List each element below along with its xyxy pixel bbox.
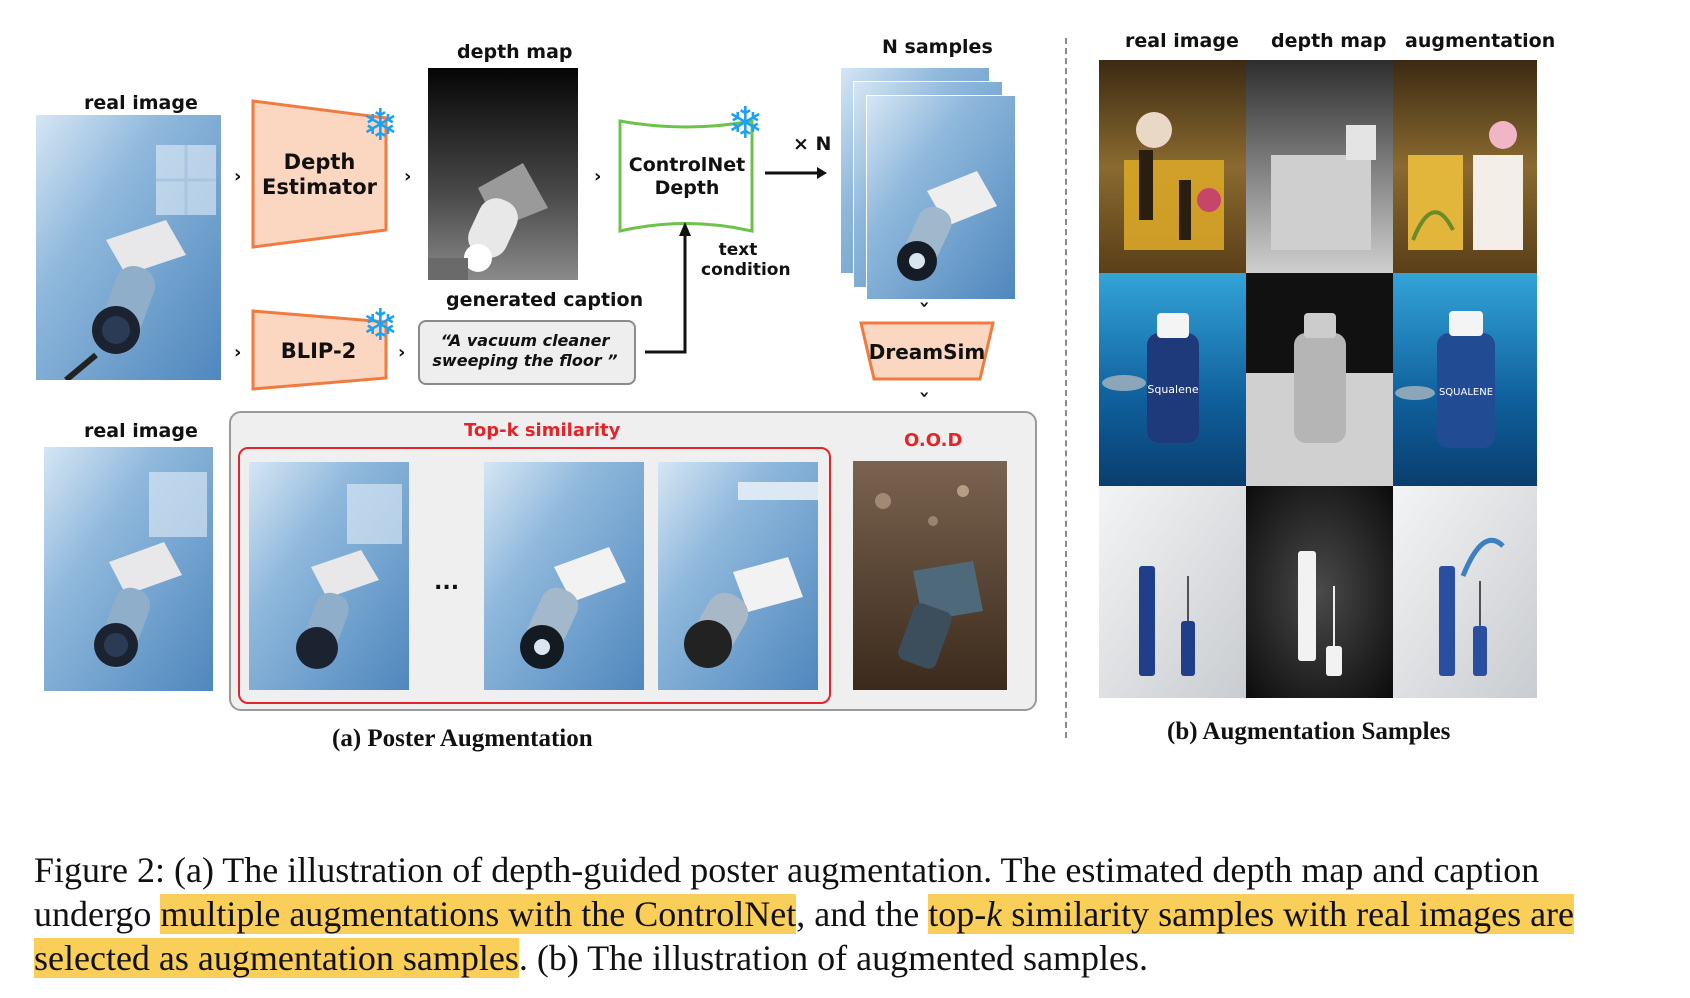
caption-part1: Figure 2: (a) The illustration of depth-…	[34, 850, 1540, 934]
subcaption-b: (b) Augmentation Samples	[1167, 718, 1451, 745]
sample-aug-2: SQUALENE	[1393, 273, 1537, 486]
chevron-down-icon: ›	[914, 300, 936, 309]
chevron-down-icon: ›	[914, 390, 936, 399]
sample-image-front	[866, 95, 1016, 300]
times-n-label: × N	[793, 133, 832, 155]
divider	[1065, 38, 1067, 738]
bottle-text: Squalene	[1147, 383, 1198, 396]
depth-map-image	[428, 68, 578, 280]
snowflake-icon: ❄	[362, 100, 399, 151]
text-condition-label: text condition	[701, 240, 791, 280]
topk-image-2	[484, 462, 644, 690]
topk-image-3	[658, 462, 818, 690]
sample-aug-1	[1393, 60, 1537, 273]
controlnet-block	[618, 119, 754, 233]
real-image-label-top: real image	[84, 92, 198, 114]
sample-depth-3	[1246, 486, 1393, 698]
depth-estimator-block	[251, 99, 388, 249]
chevron-right-icon: ›	[404, 166, 412, 187]
figure-caption: Figure 2: (a) The illustration of depth-…	[34, 848, 1664, 980]
topk-image-1	[249, 462, 409, 690]
dreamsim-block	[859, 321, 995, 381]
ood-image	[853, 461, 1007, 690]
real-image-top	[36, 115, 221, 380]
caption-highlight-2a: top-	[928, 894, 987, 934]
depth-map-label: depth map	[457, 41, 573, 63]
n-samples-label: N samples	[882, 36, 993, 58]
sample-depth-1	[1246, 60, 1393, 273]
sample-real-3	[1099, 486, 1246, 698]
caption-box	[418, 320, 636, 385]
caption-highlight-1: multiple augmentations with the ControlN…	[160, 894, 797, 934]
chevron-right-icon: ›	[398, 342, 406, 363]
depth-estimator-label: Depth Estimator	[262, 150, 377, 200]
real-image-label-bottom: real image	[84, 420, 198, 442]
text-condition-arrow	[645, 222, 691, 354]
topk-label: Top-k similarity	[464, 420, 621, 441]
col-aug-label: augmentation	[1405, 30, 1556, 52]
blip2-block	[251, 309, 388, 391]
ood-label: O.O.D	[904, 430, 963, 451]
caption-highlight-2k: k	[986, 894, 1003, 934]
chevron-right-icon: ›	[234, 342, 242, 363]
bottle-text-aug: SQUALENE	[1439, 387, 1493, 398]
blip2-label: BLIP-2	[280, 339, 357, 363]
real-image-bottom	[44, 447, 213, 691]
caption-text: “A vacuum cleaner sweeping the floor ”	[432, 331, 618, 370]
col-depth-label: depth map	[1271, 30, 1387, 52]
snowflake-icon: ❄	[727, 98, 764, 149]
topk-box	[238, 447, 831, 704]
arrow-right-icon	[765, 167, 827, 179]
sample-real-1	[1099, 60, 1246, 273]
controlnet-label: ControlNet Depth	[628, 154, 746, 199]
chevron-right-icon: ›	[594, 166, 602, 187]
ellipsis: ...	[434, 570, 460, 595]
col-real-label: real image	[1125, 30, 1239, 52]
sample-depth-2	[1246, 273, 1393, 486]
caption-part3: . (b) The illustration of augmented samp…	[518, 938, 1149, 978]
snowflake-icon: ❄	[362, 300, 399, 351]
sample-real-2: Squalene	[1099, 273, 1246, 486]
dreamsim-label: DreamSim	[868, 340, 986, 364]
caption-part2: , and the	[796, 894, 929, 934]
subcaption-a: (a) Poster Augmentation	[332, 725, 593, 752]
chevron-right-icon: ›	[234, 166, 242, 187]
sample-aug-3	[1393, 486, 1537, 698]
generated-caption-label: generated caption	[446, 289, 644, 311]
